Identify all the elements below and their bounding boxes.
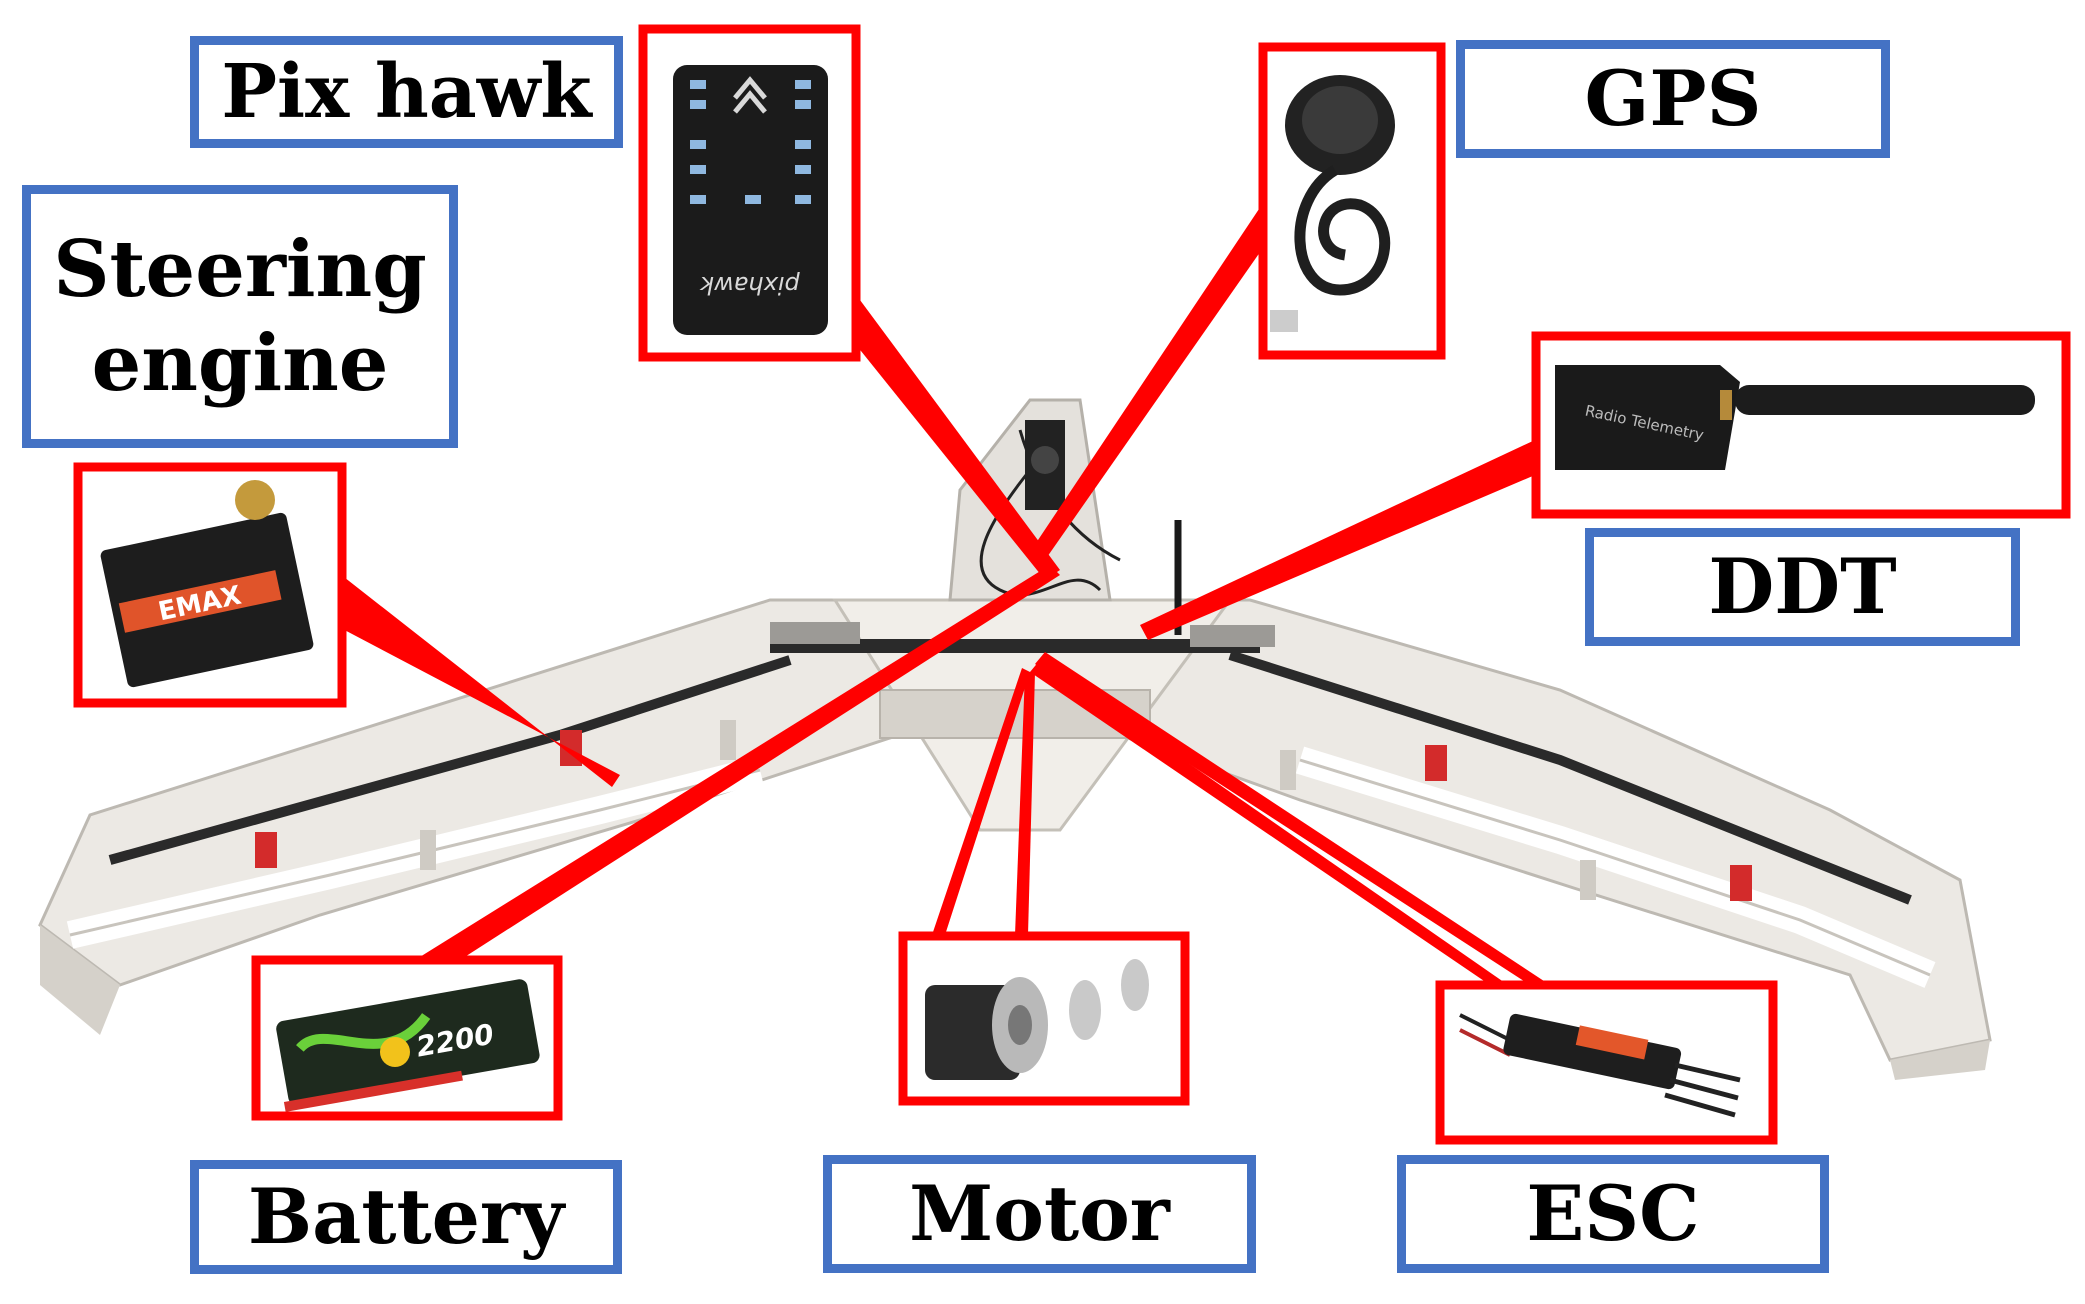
battery-callout: 2200	[251, 955, 563, 1121]
label-ddt: DDT	[1585, 528, 2020, 646]
radio-telemetry-icon: Radio Telemetry	[1555, 365, 2035, 470]
esc-callout	[1435, 980, 1778, 1145]
leader-line-esc-b	[1035, 652, 1550, 985]
label-motor-text: Motor	[909, 1169, 1170, 1259]
label-steering-engine-line2: engine	[91, 317, 389, 409]
leader-line-battery	[415, 565, 1060, 960]
label-gps-text: GPS	[1584, 54, 1762, 144]
esc-icon	[1459, 1013, 1741, 1118]
ddt-callout: Radio Telemetry	[1531, 331, 2071, 519]
label-esc-text: ESC	[1526, 1169, 1700, 1259]
leader-line-motor-b	[1015, 672, 1035, 935]
leader-line-ddt	[1140, 440, 1535, 640]
label-gps: GPS	[1456, 40, 1890, 158]
label-motor: Motor	[823, 1155, 1256, 1273]
steering-engine-callout: EMAX	[73, 462, 347, 708]
servo-icon: EMAX	[100, 480, 314, 688]
label-steering-engine: Steering engine	[22, 185, 458, 448]
leader-line-motor-a	[932, 668, 1030, 935]
brushless-motor-icon	[925, 959, 1149, 1080]
label-pixhawk: Pix hawk	[190, 36, 623, 148]
leader-lines	[335, 200, 1550, 985]
label-esc: ESC	[1397, 1155, 1829, 1273]
leader-line-pixhawk	[820, 300, 1060, 580]
gps-module-icon	[1270, 75, 1395, 332]
label-battery-text: Battery	[247, 1172, 565, 1262]
label-ddt-text: DDT	[1708, 542, 1897, 632]
label-battery: Battery	[190, 1160, 622, 1274]
label-steering-engine-line1: Steering	[53, 223, 427, 315]
flight-controller-icon: pixhawk	[673, 65, 828, 335]
leader-line-esc-a	[1030, 660, 1508, 985]
motor-callout	[898, 931, 1190, 1106]
gps-callout	[1258, 42, 1446, 360]
leader-line-gps	[1030, 200, 1265, 560]
leader-line-steering-engine	[335, 570, 620, 787]
lipo-battery-icon: 2200	[276, 979, 540, 1112]
label-pixhawk-text: Pix hawk	[221, 48, 592, 135]
pixhawk-brand-text: pixhawk	[699, 271, 801, 299]
pixhawk-callout: pixhawk	[638, 24, 861, 362]
